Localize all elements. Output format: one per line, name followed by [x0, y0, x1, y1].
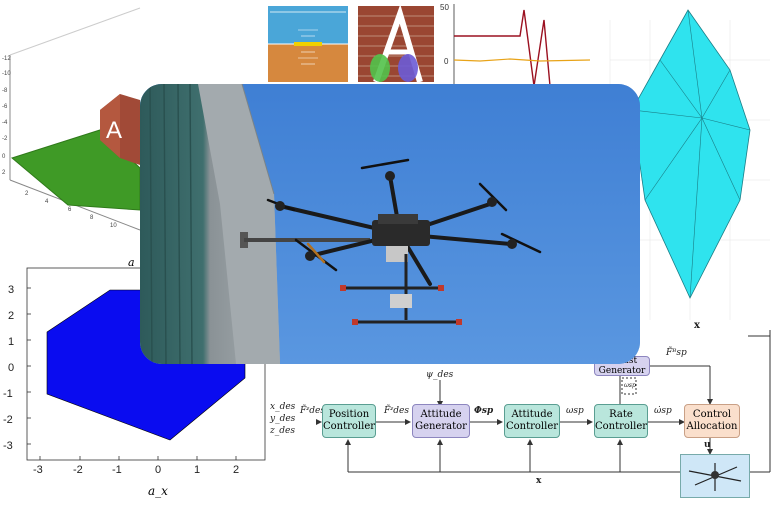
block-diagram: x_des y_des z_des F̃ᶻdes F̃ᶻdes ψ_des Φs…	[260, 330, 780, 500]
hex-ytick: 3	[8, 284, 15, 296]
timeseries-plot: 50 0	[440, 0, 591, 87]
svg-text:10: 10	[110, 223, 117, 229]
polytope-axis-label: x	[694, 320, 701, 331]
hex-ytick: -1	[3, 388, 13, 400]
block-attitude-controller: Attitude Controller	[504, 404, 560, 438]
ytick-0: 0	[444, 57, 449, 66]
svg-text:-12: -12	[2, 56, 11, 62]
signal-f-des-z: F̃ᶻdes	[300, 406, 325, 416]
signal-omega-dot-sp: ω̇sp	[654, 406, 672, 416]
signal-f-sp-b: F̃ᴮsp	[666, 348, 687, 358]
drone-photo	[140, 84, 640, 364]
svg-text:-10: -10	[2, 71, 11, 77]
block-attitude-generator: Attitude Generator	[412, 404, 470, 438]
wall-letter: A	[106, 117, 122, 144]
hex-xaxis-label: a_x	[148, 484, 168, 498]
hex-xtick: -1	[112, 464, 122, 476]
drone-photo-scene	[140, 84, 640, 364]
brick-wall-image	[358, 6, 434, 82]
hex-xtick: 1	[194, 464, 201, 476]
svg-text:-4: -4	[2, 120, 8, 126]
hex-ytick: 0	[8, 362, 15, 374]
signal-f-des-z-2: F̃ᶻdes	[384, 406, 409, 416]
input-x-des: x_des	[270, 402, 296, 412]
svg-text:2: 2	[25, 191, 29, 197]
hex-ytick: -3	[3, 440, 13, 452]
signal-u: u	[704, 440, 711, 450]
hex-xtick: 0	[155, 464, 162, 476]
input-z-des: z_des	[270, 426, 295, 436]
svg-text:-2: -2	[2, 136, 8, 142]
signal-omega-sp-small: ωsp	[624, 382, 636, 389]
svg-text:4: 4	[45, 199, 49, 205]
hex-xtick: 2	[233, 464, 240, 476]
svg-text:8: 8	[90, 215, 94, 221]
hex-xtick: -3	[33, 464, 43, 476]
scene-3d-plot: -12 -10 -8 -6 -4 -2 0 2 2 4 6 8 10 A	[0, 0, 260, 250]
hex-ytick: 1	[8, 336, 15, 348]
svg-text:-6: -6	[2, 104, 8, 110]
hud-attitude-panel	[268, 6, 348, 82]
svg-text:-8: -8	[2, 88, 8, 94]
block-diagram-wires	[316, 330, 771, 473]
scene-3d-axes: -12 -10 -8 -6 -4 -2 0 2 2 4 6 8 10 A	[2, 7, 141, 231]
input-y-des: y_des	[270, 414, 296, 424]
block-position-controller: Position Controller	[322, 404, 376, 438]
signal-omega-sp: ωsp	[566, 406, 584, 416]
block-control-allocation: Control Allocation	[684, 404, 740, 438]
hex-ytick: -2	[3, 414, 13, 426]
signal-psi-des: ψ_des	[426, 370, 454, 380]
ytick-50: 50	[440, 3, 449, 12]
block-rate-controller: Rate Controller	[594, 404, 648, 438]
hex-xtick: -2	[73, 464, 83, 476]
signal-phi-sp: Φsp	[474, 406, 494, 416]
svg-text:0: 0	[2, 154, 6, 160]
hex-ytick: 2	[8, 310, 15, 322]
svg-text:6: 6	[68, 207, 72, 213]
svg-text:2: 2	[2, 170, 6, 176]
signal-x-feedback: x	[536, 476, 542, 486]
hex-ylabel-partial: a	[128, 256, 135, 269]
drone-thumbnail	[680, 454, 750, 498]
